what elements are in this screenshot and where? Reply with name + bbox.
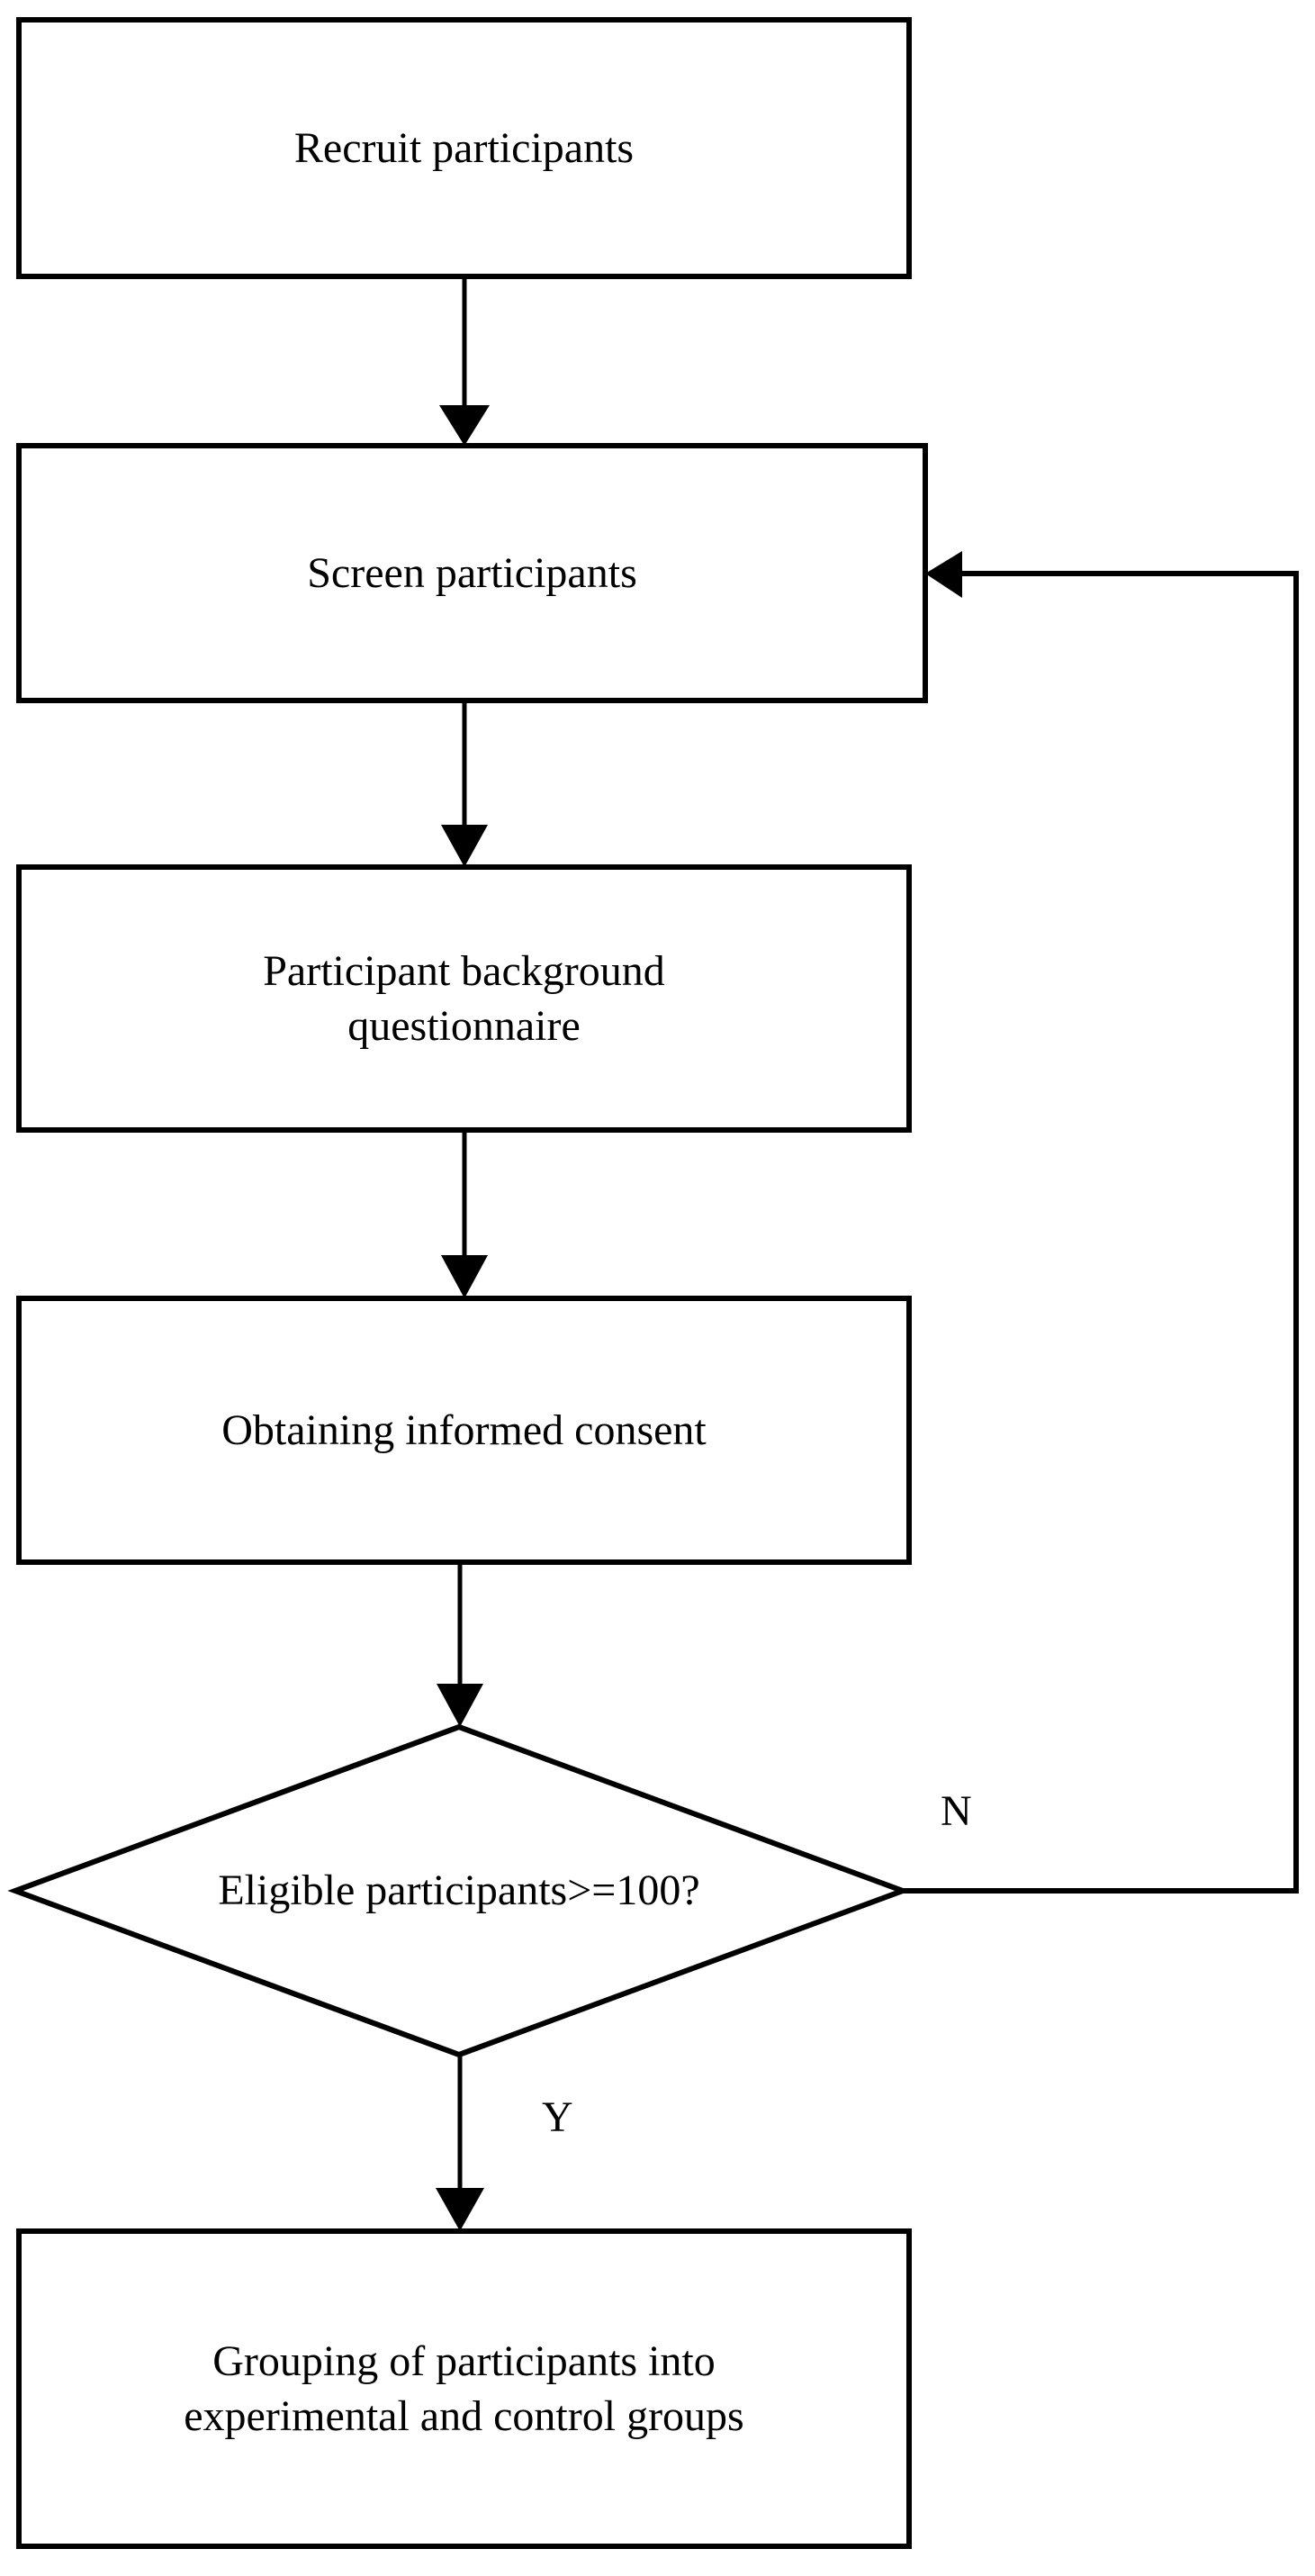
connector-decision-no-to-screen <box>903 571 1299 1894</box>
edge-label-no: N <box>941 1787 972 1835</box>
arrowhead-consent-to-decision <box>437 1684 483 1727</box>
node-shape-consent[interactable] <box>16 1296 912 1565</box>
node-shape-screen[interactable] <box>16 443 928 703</box>
arrowhead-recruit-to-screen <box>439 405 490 446</box>
node-shape-questionnaire[interactable] <box>16 864 912 1133</box>
edge-label-yes: Y <box>542 2093 573 2141</box>
node-shape-grouping[interactable] <box>16 2228 912 2549</box>
node-shape-decision[interactable] <box>7 1723 911 2058</box>
arrowhead-decision-no-to-screen <box>925 551 962 598</box>
arrowhead-decision-yes-to-grouping <box>436 2188 484 2231</box>
arrowhead-questionnaire-to-consent <box>441 1255 488 1298</box>
node-shape-recruit[interactable] <box>16 17 912 279</box>
arrowhead-screen-to-questionnaire <box>441 825 488 867</box>
